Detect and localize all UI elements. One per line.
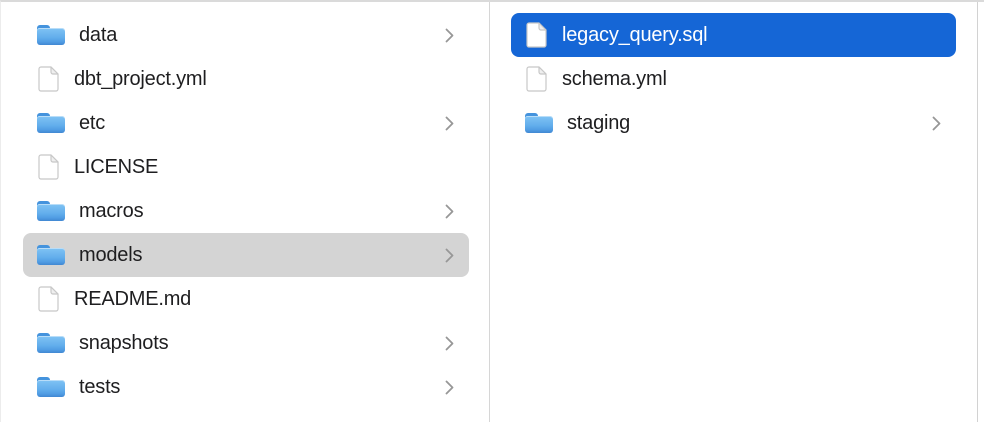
- folder-icon: [525, 110, 553, 136]
- file-row-dbt-project-yml[interactable]: dbt_project.yml: [23, 57, 469, 101]
- file-row-readme-md[interactable]: README.md: [23, 277, 469, 321]
- empty-area: [978, 2, 984, 422]
- item-label: dbt_project.yml: [74, 67, 207, 90]
- folder-row-data[interactable]: data: [23, 13, 469, 57]
- folder-row-models[interactable]: models: [23, 233, 469, 277]
- file-row-legacy-query-sql[interactable]: legacy_query.sql: [511, 13, 956, 57]
- folder-icon: [37, 330, 65, 356]
- item-label: snapshots: [79, 331, 169, 354]
- file-icon: [37, 65, 60, 93]
- chevron-right-icon: [444, 247, 455, 264]
- item-label: LICENSE: [74, 155, 159, 178]
- folder-icon: [37, 198, 65, 224]
- column-models-contents: legacy_query.sql schema.yml staging: [490, 2, 978, 422]
- item-label: models: [79, 243, 143, 266]
- item-label: schema.yml: [562, 67, 667, 90]
- chevron-right-icon: [444, 27, 455, 44]
- file-icon: [525, 21, 548, 49]
- file-icon: [37, 285, 60, 313]
- item-label: README.md: [74, 287, 192, 310]
- item-label: tests: [79, 375, 121, 398]
- file-row-schema-yml[interactable]: schema.yml: [511, 57, 956, 101]
- folder-row-etc[interactable]: etc: [23, 101, 469, 145]
- chevron-right-icon: [444, 335, 455, 352]
- chevron-right-icon: [444, 115, 455, 132]
- item-label: legacy_query.sql: [562, 23, 708, 46]
- chevron-right-icon: [444, 379, 455, 396]
- folder-row-staging[interactable]: staging: [511, 101, 956, 145]
- file-icon: [37, 153, 60, 181]
- chevron-right-icon: [444, 203, 455, 220]
- chevron-right-icon: [931, 115, 942, 132]
- file-row-license[interactable]: LICENSE: [23, 145, 469, 189]
- folder-icon: [37, 22, 65, 48]
- folder-icon: [37, 110, 65, 136]
- item-label: etc: [79, 111, 106, 134]
- item-label: staging: [567, 111, 631, 134]
- item-label: data: [79, 23, 118, 46]
- folder-row-snapshots[interactable]: snapshots: [23, 321, 469, 365]
- column-parent-folder: data dbt_project.yml etc: [1, 2, 490, 422]
- folder-row-tests[interactable]: tests: [23, 365, 469, 409]
- folder-icon: [37, 242, 65, 268]
- folder-icon: [37, 374, 65, 400]
- item-label: macros: [79, 199, 144, 222]
- folder-row-macros[interactable]: macros: [23, 189, 469, 233]
- file-icon: [525, 65, 548, 93]
